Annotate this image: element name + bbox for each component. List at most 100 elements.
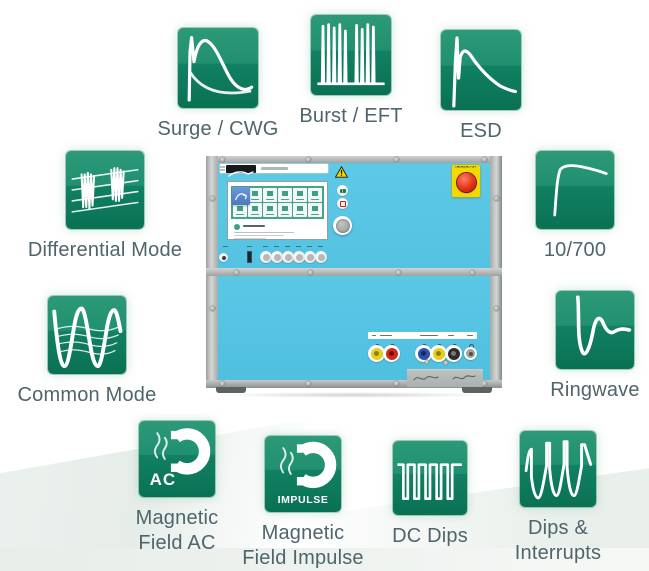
dips-interrupts-waveform-icon[interactable] (520, 431, 596, 507)
panel-button (293, 251, 305, 263)
device-frame (206, 156, 502, 163)
stop-button (337, 197, 348, 209)
test-tile-differential-mode[interactable]: Differential Mode (19, 151, 191, 263)
pe-ground-jack (464, 347, 477, 360)
test-tile-magnetic-field-ac[interactable]: AC Magnetic Field AC (107, 421, 247, 556)
model-text-illegible (261, 166, 288, 170)
logo-smallprint (220, 166, 225, 171)
start-button (337, 185, 348, 196)
rotary-knob (333, 216, 352, 235)
tile-label: 10/700 (543, 239, 607, 261)
screw-icon (425, 360, 429, 364)
test-tile-magnetic-field-impulse[interactable]: IMPULSE Magnetic Field Impulse (233, 436, 373, 571)
usb-port (247, 251, 252, 263)
emergency-stop-mushroom-button (456, 173, 476, 192)
button-legend-icon (247, 245, 252, 248)
model-label-strip (220, 164, 328, 177)
tile-label: Magnetic Field Impulse (242, 522, 364, 569)
screw-icon (482, 157, 487, 162)
screen-text-line (234, 234, 284, 236)
screw-icon (220, 381, 225, 386)
button-legend-icon (223, 245, 228, 248)
magnet-impulse-text: IMPULSE (277, 493, 329, 506)
test-tile-esd[interactable]: ESD (411, 30, 551, 144)
device-frame (206, 380, 502, 388)
emc-generator-device: EMERGENCY OFF (206, 156, 502, 398)
banana-jack-red (383, 345, 400, 362)
screen-active-tile (232, 187, 250, 205)
ringwave-waveform-icon[interactable] (556, 291, 634, 369)
button-legend-icon (263, 245, 268, 248)
screw-icon (306, 381, 311, 386)
button-legend-icon (307, 245, 312, 248)
magnet-ac-text: AC (149, 470, 177, 490)
common-mode-waveform-icon[interactable] (48, 296, 126, 374)
screw-icon (220, 157, 225, 162)
connector-label-mark (448, 334, 454, 336)
device-foot (216, 387, 246, 393)
connector-label-mark (467, 334, 473, 336)
test-tile-surge-cwg[interactable]: Surge / CWG (148, 28, 288, 142)
screen-tile-panel (231, 186, 324, 219)
tile-label: ESD (460, 120, 502, 142)
magnet-icon[interactable]: IMPULSE (265, 436, 341, 512)
panel-button (315, 251, 327, 263)
panel-button (271, 251, 283, 263)
tile-label: Differential Mode (27, 239, 183, 261)
device-foot (462, 387, 492, 393)
em-test-logo (226, 164, 256, 177)
screw-icon (444, 361, 448, 365)
warning-triangle-icon (334, 165, 349, 178)
10-700-waveform-icon[interactable] (536, 151, 614, 229)
surge-waveform-icon[interactable] (178, 28, 258, 108)
tile-label: Common Mode (17, 384, 157, 406)
burst-waveform-icon[interactable] (311, 15, 391, 95)
tile-label: Magnetic Field AC (135, 507, 219, 554)
banana-jack-yellow (368, 345, 385, 362)
button-legend-icon (285, 245, 290, 248)
panel-button (282, 251, 294, 263)
screen-text-line (234, 237, 266, 239)
dc-dips-waveform-icon[interactable] (393, 441, 467, 515)
device-frame-seam (206, 268, 502, 276)
screw-icon (234, 270, 239, 275)
screw-icon (493, 306, 499, 311)
device-lower-panel (218, 276, 490, 380)
screen-text-line (234, 231, 294, 233)
test-tile-dc-dips[interactable]: DC Dips (363, 441, 497, 549)
connector-label-mark (372, 334, 376, 336)
test-tile-burst-eft[interactable]: Burst / EFT (281, 15, 421, 129)
tile-label: Ringwave (550, 379, 640, 401)
connector-label-mark (420, 334, 438, 336)
banana-jack-yellow (430, 345, 447, 362)
button-legend-icon (274, 245, 279, 248)
test-tile-common-mode[interactable]: Common Mode (6, 296, 168, 408)
connector-label-mark (380, 334, 392, 336)
button-legend-icon (296, 245, 301, 248)
test-tile-dips-interrupts[interactable]: Dips & Interrupts (488, 431, 628, 566)
screw-icon (308, 270, 313, 275)
panel-button (304, 251, 316, 263)
screw-icon (394, 381, 399, 386)
touchscreen (227, 181, 328, 240)
label-plate (407, 369, 483, 387)
emergency-stop-label: EMERGENCY OFF (455, 166, 477, 169)
tile-label: Surge / CWG (157, 118, 279, 140)
tile-label: Burst / EFT (299, 105, 403, 127)
panel-button (260, 251, 272, 263)
banana-jack-black (445, 345, 462, 362)
power-button (219, 253, 228, 262)
emergency-stop: EMERGENCY OFF (452, 165, 480, 197)
screw-icon (394, 157, 399, 162)
connector-label-strip (368, 332, 477, 339)
test-tile-ringwave[interactable]: Ringwave (528, 291, 649, 403)
tile-label: Dips & Interrupts (514, 517, 602, 564)
magnet-icon[interactable]: AC (139, 421, 215, 497)
screw-icon (306, 157, 311, 162)
differential-mode-waveform-icon[interactable] (66, 151, 144, 229)
screw-icon (482, 381, 487, 386)
tile-label: DC Dips (392, 525, 468, 547)
test-tile-10-700[interactable]: 10/700 (505, 151, 645, 263)
esd-waveform-icon[interactable] (441, 30, 521, 110)
